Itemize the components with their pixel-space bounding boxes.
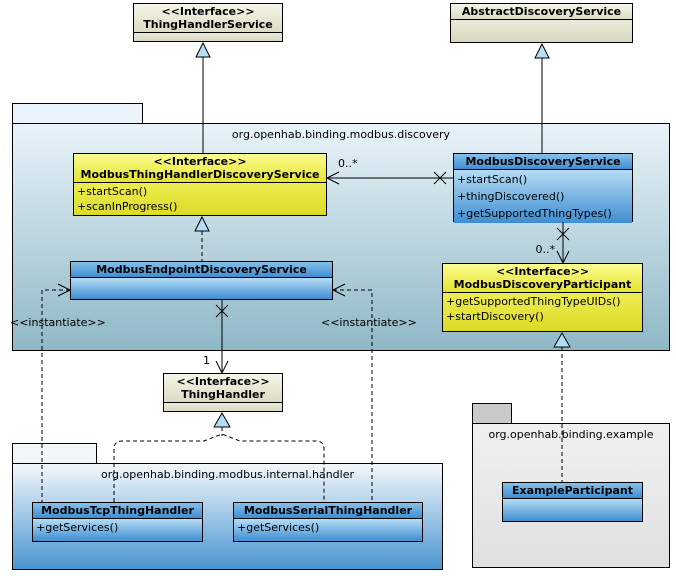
- method: +startScan(): [457, 173, 528, 186]
- class-title: ModbusDiscoveryService: [454, 154, 632, 170]
- method: +getServices(): [36, 521, 119, 534]
- class-compartment: [451, 20, 632, 42]
- package-tab-handler: [12, 443, 97, 464]
- class-title: ModbusTcpThingHandler: [33, 503, 202, 519]
- multiplicity-label: 0..*: [535, 243, 556, 256]
- class-name: AbstractDiscoveryService: [461, 5, 622, 18]
- class-compartment: [134, 33, 282, 41]
- instantiate-label-left: <<instantiate>>: [10, 316, 106, 329]
- class-name: ModbusTcpThingHandler: [41, 504, 194, 517]
- method: +startScan(): [77, 185, 148, 198]
- package-tab-example: [472, 403, 512, 424]
- package-tab-discovery: [12, 103, 143, 124]
- class-thing-handler: <<Interface>> ThingHandler: [163, 373, 283, 412]
- class-name: ModbusSerialThingHandler: [243, 504, 413, 517]
- class-title: ModbusSerialThingHandler: [234, 503, 422, 519]
- class-methods: +getServices(): [33, 519, 202, 541]
- method: +getServices(): [237, 521, 320, 534]
- method: +getSupportedThingTypes(): [457, 207, 612, 220]
- method: +getSupportedThingTypeUIDs(): [446, 295, 621, 308]
- class-title: <<Interface>> ThingHandlerService: [134, 4, 282, 33]
- class-title: ExampleParticipant: [503, 483, 642, 499]
- stereotype: <<Interface>>: [176, 375, 270, 388]
- class-name: ThingHandlerService: [143, 18, 273, 31]
- class-methods: +getSupportedThingTypeUIDs() +startDisco…: [443, 293, 642, 331]
- class-title: AbstractDiscoveryService: [451, 4, 632, 20]
- stereotype: <<Interface>>: [161, 5, 255, 18]
- class-name: ModbusDiscoveryParticipant: [453, 278, 632, 291]
- class-methods: +startScan() +scanInProgress(): [74, 183, 326, 215]
- class-compartment: [71, 278, 332, 299]
- class-name: ModbusThingHandlerDiscoveryService: [80, 168, 320, 181]
- class-title: <<Interface>> ModbusThingHandlerDiscover…: [74, 154, 326, 183]
- class-name: ModbusDiscoveryService: [465, 155, 621, 168]
- method: +thingDiscovered(): [457, 190, 565, 203]
- class-title: <<Interface>> ThingHandler: [164, 374, 282, 403]
- class-thing-handler-service: <<Interface>> ThingHandlerService: [133, 3, 283, 42]
- class-name: ExampleParticipant: [512, 484, 633, 497]
- package-name-example: org.openhab.binding.example: [488, 428, 654, 441]
- class-name: ThingHandler: [181, 388, 265, 401]
- multiplicity-label: 0..*: [338, 157, 358, 170]
- class-modbus-discovery-service: ModbusDiscoveryService +startScan() +thi…: [453, 153, 633, 223]
- stereotype: <<Interface>>: [495, 265, 590, 278]
- package-name-discovery: org.openhab.binding.modbus.discovery: [231, 128, 451, 141]
- method: +startDiscovery(): [446, 310, 544, 323]
- class-abstract-discovery-service: AbstractDiscoveryService: [450, 3, 633, 43]
- class-title: <<Interface>> ModbusDiscoveryParticipant: [443, 264, 642, 293]
- class-modbus-endpoint-discovery-service: ModbusEndpointDiscoveryService: [70, 261, 333, 300]
- class-name: ModbusEndpointDiscoveryService: [96, 263, 307, 276]
- class-modbus-tcp-thing-handler: ModbusTcpThingHandler +getServices(): [32, 502, 203, 542]
- class-title: ModbusEndpointDiscoveryService: [71, 262, 332, 278]
- class-modbus-serial-thing-handler: ModbusSerialThingHandler +getServices(): [233, 502, 423, 542]
- class-example-participant: ExampleParticipant: [502, 482, 643, 522]
- stereotype: <<Interface>>: [153, 155, 247, 168]
- class-compartment: [503, 499, 642, 521]
- class-compartment: [164, 403, 282, 411]
- instantiate-label-right: <<instantiate>>: [321, 316, 417, 329]
- class-methods: +startScan() +thingDiscovered() +getSupp…: [454, 170, 632, 223]
- package-name-handler: org.openhab.binding.modbus.internal.hand…: [100, 468, 354, 481]
- multiplicity-label: 1: [203, 354, 210, 367]
- realization-triangle-thinghandler: [213, 411, 231, 428]
- method: +scanInProgress(): [77, 200, 178, 213]
- class-modbus-discovery-participant: <<Interface>> ModbusDiscoveryParticipant…: [442, 263, 643, 332]
- class-modbus-thing-handler-discovery-service: <<Interface>> ModbusThingHandlerDiscover…: [73, 153, 327, 216]
- class-methods: +getServices(): [234, 519, 422, 541]
